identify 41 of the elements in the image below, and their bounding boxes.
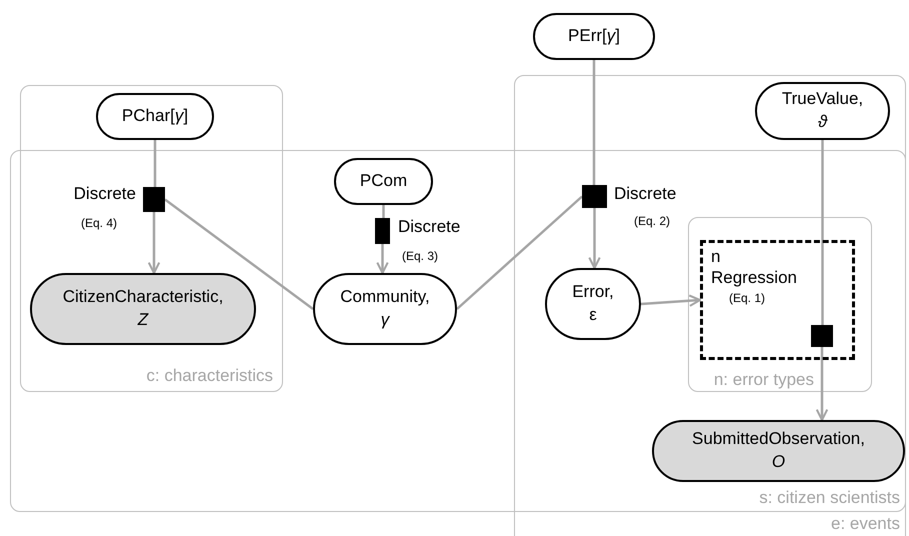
variable-label: Community, γ <box>340 286 430 331</box>
variable-label: PChar[γ] <box>122 105 188 128</box>
arrow <box>376 244 389 274</box>
equation-reference: (Eq. 1) <box>729 291 766 306</box>
factor-label: Discrete <box>398 217 462 238</box>
connector-line <box>456 196 583 310</box>
arrow <box>640 294 702 307</box>
variable-label: PCom <box>360 170 408 192</box>
factor-label: Discrete <box>72 184 136 204</box>
plate-label: n: error types <box>714 370 814 390</box>
plate-index-label: n <box>711 247 720 268</box>
variable-label: Error, ε <box>572 281 614 326</box>
equation-reference: (Eq. 3) <box>402 249 440 264</box>
variable-node <box>533 13 655 60</box>
variable-label: SubmittedObservation, O <box>692 428 865 473</box>
connector-line <box>164 198 314 310</box>
variable-node <box>96 93 214 140</box>
arrow <box>816 347 828 422</box>
gate-box <box>700 240 855 360</box>
equation-reference: (Eq. 2) <box>634 214 672 228</box>
factor-square <box>811 325 833 347</box>
connector-line <box>382 205 385 218</box>
connector-line <box>154 140 156 187</box>
plate-label: c: characteristics <box>146 366 273 386</box>
connector-line <box>821 140 824 325</box>
connector-line <box>592 60 596 185</box>
variable-label: PErr[γ] <box>568 25 620 48</box>
variable-label: TrueValue, ϑ <box>782 88 864 133</box>
arrow <box>148 212 160 274</box>
variable-label: CitizenCharacteristic, Z <box>62 286 224 331</box>
factor-square <box>375 218 390 244</box>
plate-label: e: events <box>831 514 900 534</box>
observed-variable-node <box>652 420 905 482</box>
factor-label: Discrete <box>614 184 678 204</box>
factor-square <box>143 187 165 212</box>
factor-label: Regression <box>711 268 797 288</box>
plate-label: s: citizen scientists <box>759 488 900 508</box>
arrow <box>588 208 601 270</box>
factor-square <box>582 185 607 208</box>
variable-node <box>334 158 433 205</box>
equation-reference: (Eq. 4) <box>80 216 117 230</box>
